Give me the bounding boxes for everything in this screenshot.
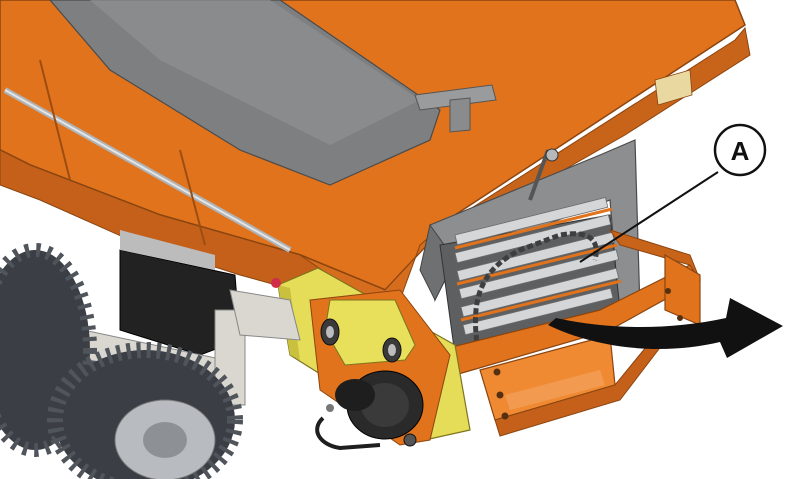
drive-unit — [271, 267, 471, 451]
callout-label: A — [731, 136, 750, 166]
conveyor-rollers — [454, 197, 620, 336]
front-wheel — [47, 342, 243, 479]
floor-conveyor-chain — [439, 197, 622, 356]
wheels — [0, 243, 243, 479]
hopper-body — [0, 0, 751, 311]
hydraulic-motor — [326, 370, 424, 447]
chassis — [53, 230, 301, 406]
extension-frame — [439, 229, 701, 437]
callout-leader-line — [579, 171, 719, 263]
motion-arrow — [548, 298, 783, 358]
rear-gate-frame — [419, 139, 641, 321]
callout-circle — [713, 123, 767, 177]
callout: A — [579, 123, 767, 263]
